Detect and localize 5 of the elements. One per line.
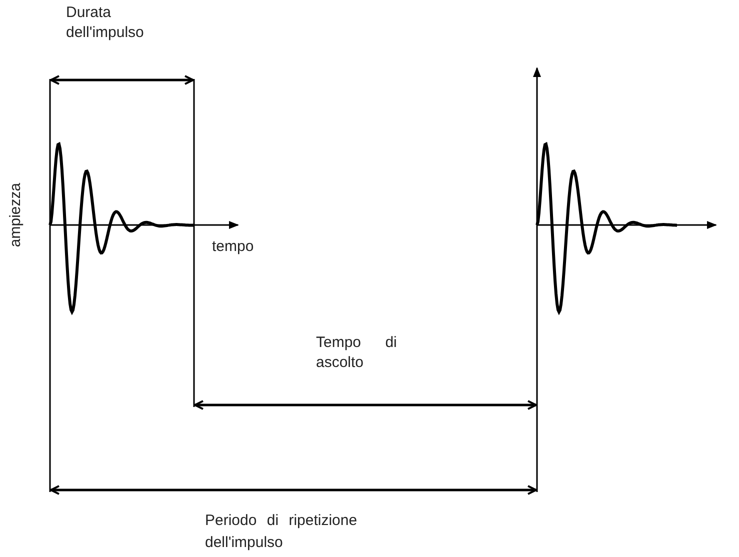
axis-label: ampiezza <box>6 182 26 248</box>
dimension-label: Tempo di ascolto <box>316 333 398 373</box>
dimension-label: Durata dell'impulso <box>66 3 145 43</box>
axis-label: tempo <box>212 237 254 257</box>
dimension-label: Periodo di ripetizione dell'impulso <box>205 511 358 553</box>
